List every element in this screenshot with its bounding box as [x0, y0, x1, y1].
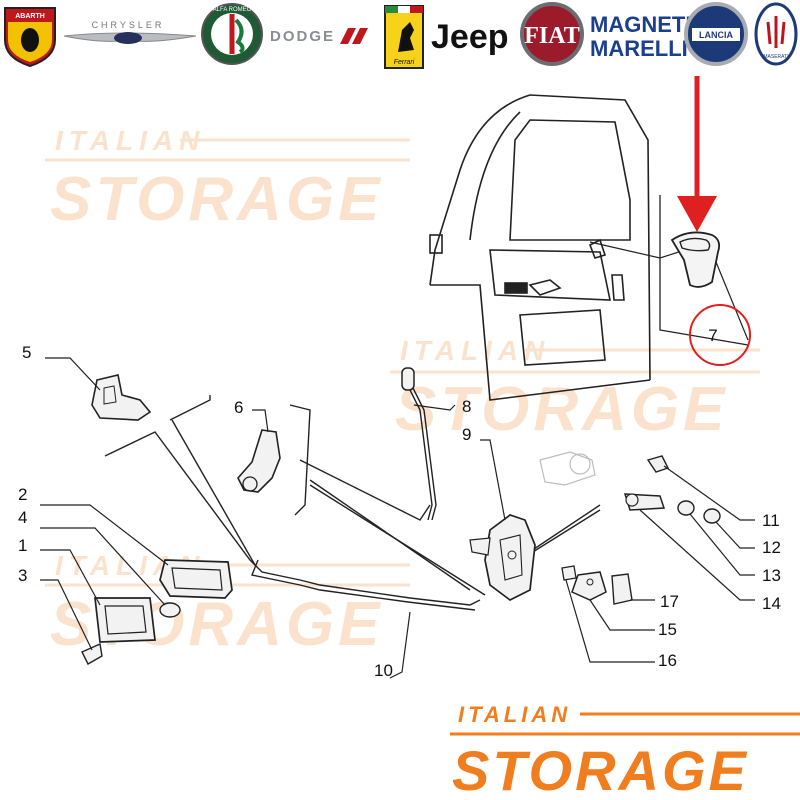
part-16-screw: 16 [561, 565, 677, 670]
chrysler-logo: CHRYSLER [63, 20, 197, 44]
lancia-logo: LANCIA [684, 2, 748, 66]
watermark-1-line1: ITALIAN [55, 125, 205, 156]
brand-logo-bar: ABARTH CHRYSLER ALFA ROMEO DODGE [4, 2, 798, 69]
jeep-logo: Jeep [431, 18, 509, 56]
part-5: 5 [22, 343, 152, 421]
magneti-marelli-line1: MAGNETI [590, 12, 691, 37]
abarth-logo: ABARTH [4, 7, 56, 68]
part-2-handle: 2 [18, 485, 233, 599]
callout-17: 17 [660, 592, 679, 611]
callout-14: 14 [762, 594, 781, 613]
part-14-striker: 14 [623, 493, 781, 613]
van-door-outline [429, 94, 651, 401]
callout-3: 3 [18, 566, 27, 585]
magneti-marelli-line2: MARELLI [590, 36, 688, 61]
part-9-lock: 9 [462, 425, 536, 601]
dodge-logo-text: DODGE [270, 28, 335, 45]
part-7-drawing [670, 231, 721, 288]
watermark-1-line2: STORAGE [50, 165, 383, 234]
callout-9: 9 [462, 425, 471, 444]
watermark-2-line1: ITALIAN [400, 335, 550, 366]
part-8: 8 [401, 367, 471, 416]
dodge-logo: DODGE [270, 28, 368, 45]
lancia-logo-text: LANCIA [699, 30, 733, 40]
maserati-logo: MASERATI [754, 2, 798, 66]
part-11-screw: 11 [646, 455, 780, 530]
maserati-logo-text: MASERATI [763, 54, 788, 60]
key-cylinder-faint [539, 451, 596, 486]
callout-8: 8 [462, 397, 471, 416]
storage-logo-line1: ITALIAN [458, 702, 571, 727]
part-6: 6 [234, 398, 281, 493]
ferrari-logo: Ferrari [384, 5, 424, 69]
linkage-rods [104, 377, 601, 611]
chrysler-logo-text: CHRYSLER [92, 20, 165, 30]
callout-12: 12 [762, 538, 781, 557]
part-1-bezel: 1 [18, 536, 156, 643]
callout-4: 4 [18, 508, 27, 527]
part-7-highlight: 7 [589, 76, 751, 366]
part-17-clip: 17 [611, 573, 679, 611]
red-arrow-head [677, 196, 717, 232]
callout-16: 16 [658, 651, 677, 670]
callout-10: 10 [374, 661, 393, 680]
alfa-romeo-logo: ALFA ROMEO [201, 3, 263, 65]
callout-13: 13 [762, 566, 781, 585]
part-12-washer: 12 [703, 508, 781, 557]
callout-7: 7 [708, 326, 717, 345]
part-4: 4 [18, 508, 181, 618]
fiat-logo-text: FIAT [524, 23, 580, 49]
jeep-logo-text: Jeep [431, 18, 509, 56]
callout-15: 15 [658, 620, 677, 639]
callout-1: 1 [18, 536, 27, 555]
callout-11: 11 [762, 511, 780, 530]
part-10-rod: 10 [374, 611, 411, 680]
fiat-logo: FIAT [520, 2, 584, 66]
ferrari-logo-text: Ferrari [394, 59, 415, 66]
callout-2: 2 [18, 485, 27, 504]
watermark-top-left: ITALIAN STORAGE [45, 125, 410, 234]
part-3-screw: 3 [18, 566, 103, 665]
magneti-marelli-logo: MAGNETI MARELLI [590, 12, 691, 61]
storage-logo-line2: STORAGE [452, 739, 749, 800]
part-7-circle [689, 304, 751, 366]
part-15-plate: 15 [571, 571, 677, 639]
italian-storage-logo: ITALIAN STORAGE [450, 702, 800, 800]
part-13-washer: 13 [677, 500, 781, 585]
alfa-romeo-logo-text: ALFA ROMEO [213, 7, 252, 13]
callout-6: 6 [234, 398, 243, 417]
callout-5: 5 [22, 343, 31, 362]
abarth-logo-text: ABARTH [15, 13, 45, 20]
